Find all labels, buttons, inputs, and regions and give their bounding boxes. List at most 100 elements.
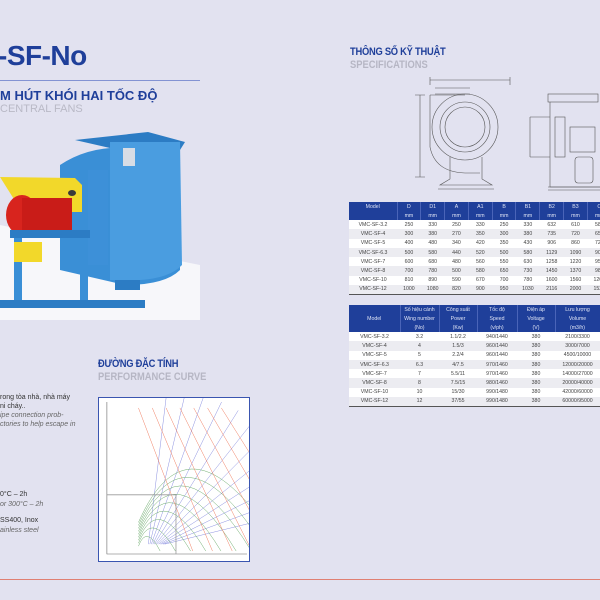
table-cell: 5.5/11: [439, 369, 477, 379]
table-cell: 480: [420, 238, 445, 248]
speed-line: [154, 410, 239, 545]
efficiency-curve: [138, 502, 222, 552]
table-cell: VMC-SF-3.2: [349, 220, 397, 230]
efficiency-curve: [138, 527, 176, 552]
table-cell: 3.2: [400, 332, 439, 342]
speed-line: [148, 398, 167, 545]
table-cell: 2100/3300: [555, 332, 600, 342]
table-cell: 42000/60000: [555, 387, 600, 398]
column-unit: mm: [587, 211, 600, 220]
table-cell: 1450: [539, 266, 564, 276]
table-cell: VMC-SF-5: [349, 238, 397, 248]
column-header: D: [397, 202, 422, 211]
column-unit: (V): [517, 323, 556, 332]
table-cell: 560: [468, 257, 493, 267]
table-cell: 440: [444, 247, 469, 258]
table-cell: VMC-SF-4: [349, 229, 397, 239]
column-unit: (Kw): [439, 323, 478, 332]
table-cell: 8: [400, 378, 439, 388]
column-header-en: Speed: [477, 314, 518, 323]
table-cell: 960/1440: [477, 341, 517, 351]
table-cell: 340: [444, 238, 469, 248]
table-cell: 780: [420, 266, 445, 276]
table-cell: 580: [420, 247, 445, 258]
column-header: B1: [515, 202, 541, 211]
table-cell: 700: [397, 266, 421, 276]
table-cell: 650: [492, 266, 516, 276]
table-cell: 580: [515, 247, 540, 258]
table-cell: 10: [400, 387, 439, 398]
table-cell: 1200: [587, 275, 600, 286]
column-unit: mm: [539, 211, 565, 220]
power-line: [165, 407, 233, 552]
footer-divider: [0, 579, 600, 580]
table-cell: 380: [517, 397, 555, 407]
column-unit: mm: [468, 211, 493, 220]
column-unit: (v/ph): [477, 323, 518, 332]
column-header-vn: Công suất: [439, 305, 478, 314]
table-cell: 37/55: [439, 397, 477, 407]
table-cell: 4/7.5: [439, 359, 477, 370]
table-cell: VMC-SF-6.3: [349, 247, 397, 258]
dimensions-table: ModelDD1AA1BB1B2B3Cmmmmmmmmmmmmmmmmmm VM…: [349, 202, 600, 295]
table-cell: 2.2/4: [439, 350, 477, 360]
table-cell: 1560: [563, 275, 588, 286]
fan-product-photo: [0, 132, 200, 320]
table-cell: 15/30: [439, 387, 477, 398]
speed-line: [152, 401, 222, 545]
column-unit: mm: [420, 211, 446, 220]
column-header-en: Voltage: [517, 314, 556, 323]
table-cell: VMC-SF-12: [349, 397, 400, 407]
performance-title-vn: ĐƯỜNG ĐẶC TÍNH: [98, 358, 179, 370]
column-header-en: Volume: [555, 314, 600, 323]
table-cell: VMC-SF-10: [349, 275, 397, 286]
table-cell: 400: [397, 238, 421, 248]
column-header: D1: [420, 202, 446, 211]
table-cell: 980/1460: [477, 378, 517, 388]
table-cell: 990/1480: [477, 397, 517, 407]
table-cell: 380: [517, 350, 555, 360]
table-row: VMC-SF-3.2250330250330250330632610580: [349, 220, 600, 230]
speed-line: [161, 500, 249, 545]
speed-line: [158, 470, 249, 545]
table-cell: 380: [517, 359, 555, 370]
table-cell: 906: [539, 238, 564, 248]
column-header: C: [587, 202, 600, 211]
table-cell: VMC-SF-12: [349, 285, 397, 295]
table-cell: 480: [444, 257, 469, 267]
efficiency-curve: [138, 536, 161, 552]
product-title: -SF-No: [0, 40, 87, 71]
power-line: [152, 407, 213, 552]
table-cell: 380: [420, 229, 445, 239]
table-cell: 780: [515, 275, 540, 286]
column-header-model: Model: [349, 305, 401, 332]
product-subtitle-en: CENTRAL FANS: [0, 103, 83, 115]
power-line: [207, 407, 249, 480]
speed-line: [164, 523, 249, 545]
efficiency-curve: [138, 494, 237, 552]
table-cell: VMC-SF-10: [349, 387, 400, 398]
power-line: [179, 407, 249, 546]
table-cell: 670: [468, 275, 493, 286]
table-cell: 580: [468, 266, 493, 276]
table-cell: 900: [587, 247, 600, 258]
table-cell: 810: [397, 275, 421, 286]
table-cell: 630: [515, 257, 540, 267]
table-cell: 380: [517, 341, 555, 351]
column-unit: mm: [515, 211, 541, 220]
table-cell: 980: [587, 266, 600, 276]
description-line: rong tòa nhà, nhà máy: [0, 394, 71, 401]
table-row: VMC-SF-4300380270350300380735720650: [349, 229, 600, 239]
table-cell: 650: [587, 229, 600, 239]
table-cell: 300: [397, 229, 421, 239]
power-line: [138, 407, 193, 552]
table-cell: 720: [587, 238, 600, 248]
table-cell: 950: [492, 285, 516, 295]
table-cell: 20000/40000: [555, 378, 600, 388]
title-divider: [0, 80, 200, 81]
